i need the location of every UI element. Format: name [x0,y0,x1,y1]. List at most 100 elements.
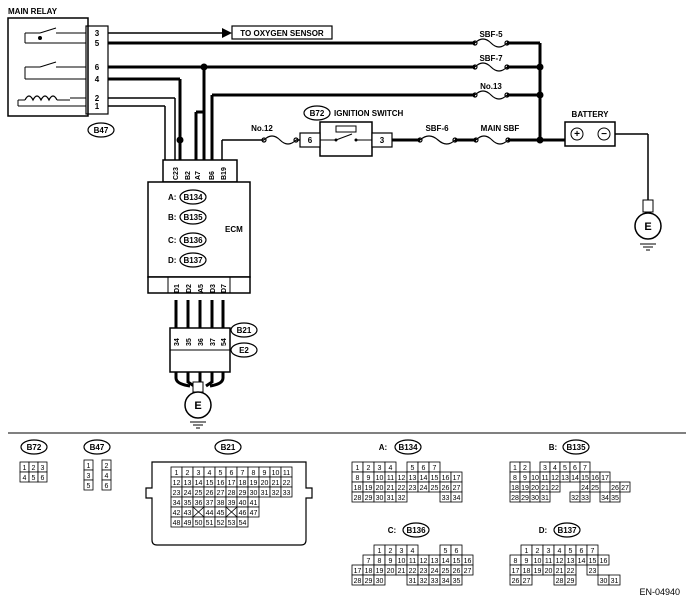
blocked-pin-icon [225,506,238,518]
svg-text:B21: B21 [237,326,252,335]
pin-number: 5 [444,548,448,555]
pin-number: 16 [217,480,225,487]
pin-number: 11 [409,558,416,565]
pin-number: 51 [206,520,214,527]
pin-number: 6 [580,548,584,555]
pin-number: 25 [195,490,203,497]
pin-number: 24 [431,568,439,575]
svg-text:6: 6 [95,63,100,72]
pin-number: 7 [241,470,245,477]
ecm: ECM [147,159,251,294]
ground-icon: E [634,199,662,251]
ecm-label: ECM [225,225,243,234]
connector-badge-b47: B47 [87,122,115,138]
legend-headers: B72 B47 B21 A: B134 B: B135 C: B136 D: B… [20,439,590,538]
pin-number: 3 [41,465,45,472]
pin-number: 34 [601,495,609,502]
main-relay [7,17,109,117]
pin-number: 21 [387,485,395,492]
pin-number: 33 [442,495,450,502]
pin-number: 4 [23,475,27,482]
junction-dots [176,63,544,144]
pin-number: 47 [250,510,258,517]
figure-id: EN-04940 [639,587,680,597]
svg-text:A:: A: [168,193,176,202]
pin-number: 3 [543,465,547,472]
svg-text:35: 35 [186,338,193,346]
pin-number: 1 [175,470,179,477]
svg-text:34: 34 [174,338,181,346]
pin-number: 2 [186,470,190,477]
pin-number: 28 [228,490,236,497]
pin-number: 28 [354,578,362,585]
pin-number: 12 [551,475,559,482]
svg-text:B2: B2 [185,171,192,180]
pin-number: 25 [591,485,599,492]
svg-text:B137: B137 [557,526,577,535]
pin-number: 6 [41,475,45,482]
svg-text:BATTERY: BATTERY [572,110,610,119]
pin-number: 28 [556,578,564,585]
pin-number: 13 [567,558,575,565]
pin-number: 9 [263,470,267,477]
pin-number: 43 [184,510,192,517]
pin-number: 7 [591,548,595,555]
pin-number: 53 [228,520,236,527]
b21-e2-connector: 34 35 36 37 54 B21 E2 [169,322,258,373]
pin-number: 18 [511,485,519,492]
pin-number: 14 [195,480,203,487]
pin-number: 23 [173,490,181,497]
pin-number: 15 [453,558,461,565]
svg-text:3: 3 [380,136,385,145]
pin-number: 12 [398,475,406,482]
pin-number: 14 [571,475,579,482]
pin-number: 3 [197,470,201,477]
svg-text:B134: B134 [398,443,418,452]
pin-number: 35 [184,500,192,507]
pin-number: 32 [398,495,406,502]
pin-number: 27 [621,485,629,492]
pin-number: 21 [272,480,280,487]
ignition-switch: B72 IGNITION SWITCH 6 3 [299,105,404,157]
pin-number: 26 [206,490,214,497]
svg-text:D2: D2 [186,284,193,293]
plus-icon: + [574,129,580,140]
svg-text:A7: A7 [195,171,202,180]
pin-number: 36 [195,500,203,507]
pin-number: 6 [422,465,426,472]
fuses [261,38,511,145]
pin-number: 14 [442,558,450,565]
pin-number: 9 [523,475,527,482]
pin-number: 10 [398,558,406,565]
pin-number: 7 [583,465,587,472]
no13-label: No.13 [480,82,502,91]
pin-number: 11 [545,558,552,565]
pin-number: 9 [389,558,393,565]
pin-number: 20 [387,568,395,575]
svg-text:6: 6 [308,136,313,145]
svg-text:A5: A5 [198,284,205,293]
pin-number: 35 [453,578,461,585]
pin-number: 32 [420,578,428,585]
pin-number: 11 [283,470,290,477]
pin-number: 45 [217,510,225,517]
pin-number: 28 [511,495,519,502]
pin-number: 50 [195,520,203,527]
pin-number: 32 [571,495,579,502]
svg-text:36: 36 [198,338,205,346]
pin-number: 31 [541,495,549,502]
pin-number: 34 [173,500,181,507]
pin-number: 27 [217,490,225,497]
pin-number: 22 [398,485,406,492]
arrow-icon [222,28,232,38]
pin-number: 25 [442,568,450,575]
svg-text:C:: C: [168,236,176,245]
pin-number: 17 [601,475,609,482]
pin-number: 1 [87,463,91,470]
pin-number: 7 [433,465,437,472]
pin-number: 6 [455,548,459,555]
pin-number: 41 [250,500,258,507]
